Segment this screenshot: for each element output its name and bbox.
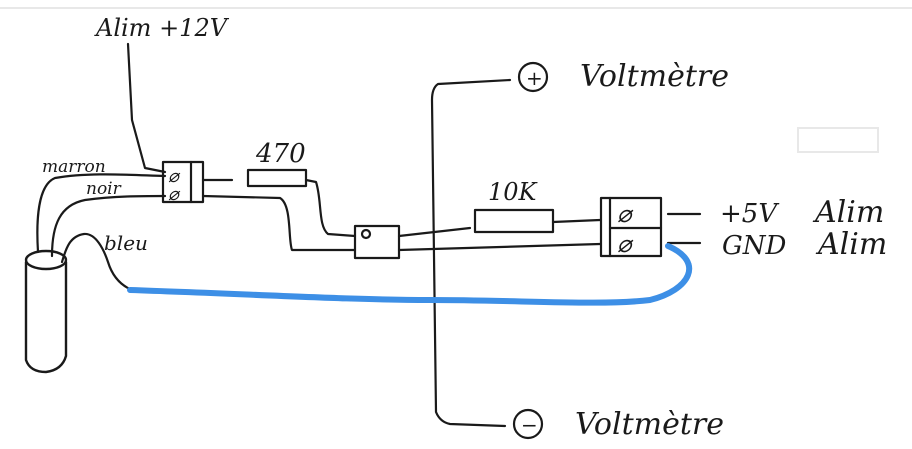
label-voltmeter-pos: Voltmètre (580, 59, 729, 94)
resistor-470 (246, 168, 357, 238)
sensor-cylinder (24, 249, 68, 374)
connector-middle-pin (360, 228, 372, 240)
label-wire-bleu: bleu (104, 231, 148, 255)
terminal-left-symbol-2: ⌀ (168, 184, 181, 205)
label-supply-5v-alim: Alim (812, 195, 884, 230)
terminal-right-symbol-1: ⌀ (617, 200, 634, 228)
terminal-block-left (161, 160, 205, 204)
terminal-left-symbol-1: ⌀ (168, 166, 181, 187)
connector-middle (353, 224, 401, 260)
connector-right-wires (397, 226, 602, 252)
wire-bleu-path (60, 232, 134, 292)
wire-to-10k (397, 226, 472, 238)
resistor-470-lead (304, 178, 357, 238)
resistor-10k-body (473, 208, 555, 234)
terminal-left-wires (201, 178, 357, 252)
faint-mark (797, 127, 879, 153)
label-supply-5v: +5V (720, 199, 779, 229)
paper-background-marks (0, 7, 912, 153)
wire-noir-to-connector (201, 194, 357, 252)
sensor-top-ellipse (24, 249, 68, 271)
resistor-10k (473, 208, 602, 234)
voltmeter-pos-sign: + (526, 66, 543, 90)
label-resistor-470: 470 (255, 139, 306, 169)
label-supply-12v: Alim +12V (94, 14, 230, 42)
sensor-wires (36, 173, 167, 292)
connector-middle-box (353, 224, 401, 260)
voltmeter-pos-circle (517, 61, 549, 93)
terminal-block-left-box (161, 160, 205, 204)
label-wire-noir: noir (86, 179, 122, 199)
label-wire-marron: marron (42, 157, 106, 177)
label-voltmeter-neg: Voltmètre (575, 407, 724, 442)
label-resistor-10k: 10K (488, 178, 539, 206)
sensor-body (24, 260, 68, 374)
wire-gnd (397, 242, 602, 252)
terminal-block-right (599, 196, 702, 258)
wire-noir-path (50, 194, 167, 258)
voltmeter-neg-circle (512, 408, 544, 440)
supply-12v-lead (126, 42, 167, 174)
resistor-10k-lead (551, 218, 602, 224)
resistor-470-body (246, 168, 308, 188)
wire-marron-path (36, 173, 167, 254)
wire-bleu-colored (127, 243, 693, 306)
voltmeter-lead-line (430, 78, 512, 428)
label-gnd-alim: Alim (815, 227, 887, 262)
terminal-right-symbol-2: ⌀ (617, 230, 634, 258)
voltmeter-neg-sign: − (521, 413, 538, 437)
label-gnd: GND (722, 231, 787, 261)
